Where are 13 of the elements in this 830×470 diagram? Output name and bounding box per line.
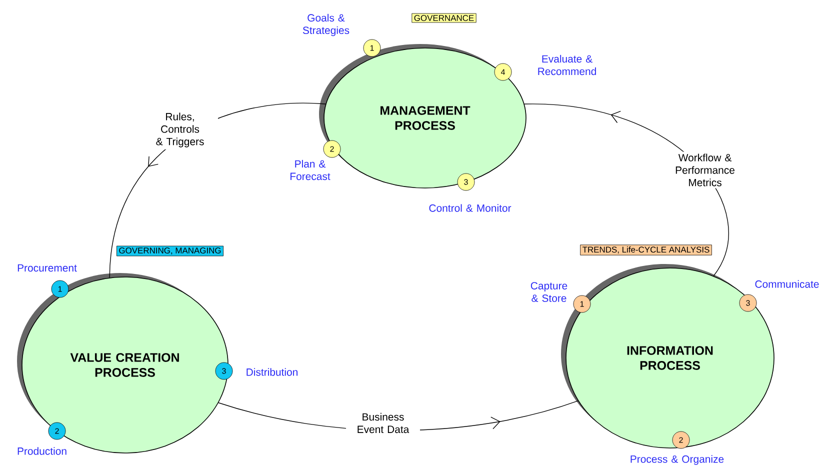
tag-box: TRENDS, Life-CYCLE ANALYSIS (580, 244, 712, 256)
step-label: Control & Monitor (429, 204, 512, 212)
step-label: Process & Organize (630, 455, 724, 465)
tag-box: GOVERNANCE (412, 13, 476, 23)
edge-label: Rules, Controls & Triggers (142, 110, 218, 150)
step-label: Evaluate & Recommend (538, 54, 596, 76)
edge-label: Workflow & Performance Metrics (662, 152, 748, 188)
step-label: Distribution (246, 368, 298, 376)
step-label: Procurement (18, 264, 77, 272)
step-label: Production (18, 447, 66, 455)
edge-label: Business Event Data (346, 410, 420, 436)
step-label: Goals & Strategies (302, 14, 350, 36)
tag-box: GOVERNING, MANAGING (116, 246, 224, 256)
